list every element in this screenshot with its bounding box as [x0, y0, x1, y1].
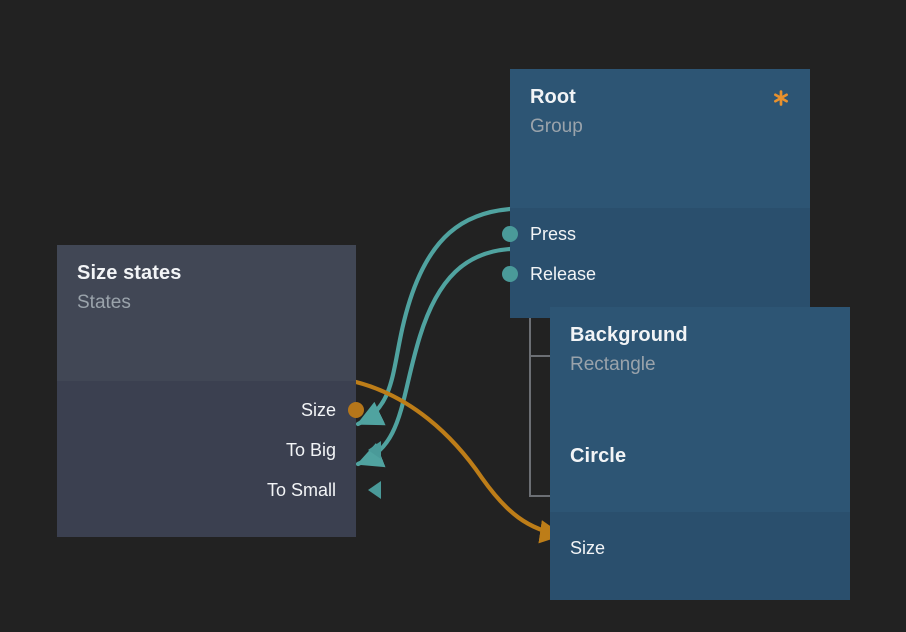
node-circle-title: Circle: [570, 445, 627, 467]
port-dot-release[interactable]: [502, 266, 518, 282]
port-label-to-big: To Big: [285, 440, 336, 460]
port-size-states-to-big[interactable]: To Big: [57, 430, 381, 470]
node-size-states[interactable]: Size states States Size To Big To Small: [57, 245, 381, 537]
port-label-press: Press: [530, 224, 577, 244]
node-size-states-title: Size states: [77, 262, 182, 284]
node-background[interactable]: Background Rectangle: [550, 307, 850, 435]
port-root-press[interactable]: Press: [502, 214, 810, 254]
node-size-states-header[interactable]: Size states States: [57, 245, 356, 381]
port-arrow-to-small[interactable]: [368, 481, 381, 499]
port-arrow-to-big[interactable]: [368, 441, 381, 459]
node-circle-ports: Size: [550, 512, 850, 600]
edge-press-to-big: [355, 206, 513, 427]
port-label-size-out: Size: [300, 400, 336, 420]
node-root-header[interactable]: Root Group: [510, 69, 810, 208]
node-size-states-ports: Size To Big To Small: [57, 381, 381, 537]
port-size-states-size[interactable]: Size: [57, 390, 364, 430]
node-root-subtitle: Group: [530, 116, 583, 137]
node-background-title: Background: [570, 324, 688, 346]
node-background-header[interactable]: Background Rectangle: [550, 307, 850, 435]
port-size-states-to-small[interactable]: To Small: [57, 470, 381, 510]
port-dot-size-out[interactable]: [348, 402, 364, 418]
edge-size-to-size: [353, 379, 565, 544]
node-circle-header[interactable]: Circle: [550, 428, 850, 512]
tree-branch-background: [529, 355, 551, 357]
port-dot-press[interactable]: [502, 226, 518, 242]
port-label-to-small: To Small: [266, 480, 336, 500]
port-root-release[interactable]: Release: [502, 254, 810, 294]
tree-branch-circle: [529, 495, 551, 497]
node-background-subtitle: Rectangle: [570, 354, 656, 375]
port-label-size-in: Size: [570, 538, 606, 558]
tree-vertical-line: [529, 295, 531, 497]
port-label-release: Release: [530, 264, 597, 284]
node-circle[interactable]: Circle Size: [550, 428, 850, 600]
port-circle-size[interactable]: Size: [550, 528, 850, 568]
node-root-ports: Press Release: [502, 208, 810, 318]
node-size-states-subtitle: States: [77, 292, 131, 313]
asterisk-icon[interactable]: [772, 89, 790, 107]
edge-release-to-small: [355, 246, 513, 468]
node-root-title: Root: [530, 86, 576, 108]
node-root[interactable]: Root Group Press Release: [502, 69, 810, 318]
